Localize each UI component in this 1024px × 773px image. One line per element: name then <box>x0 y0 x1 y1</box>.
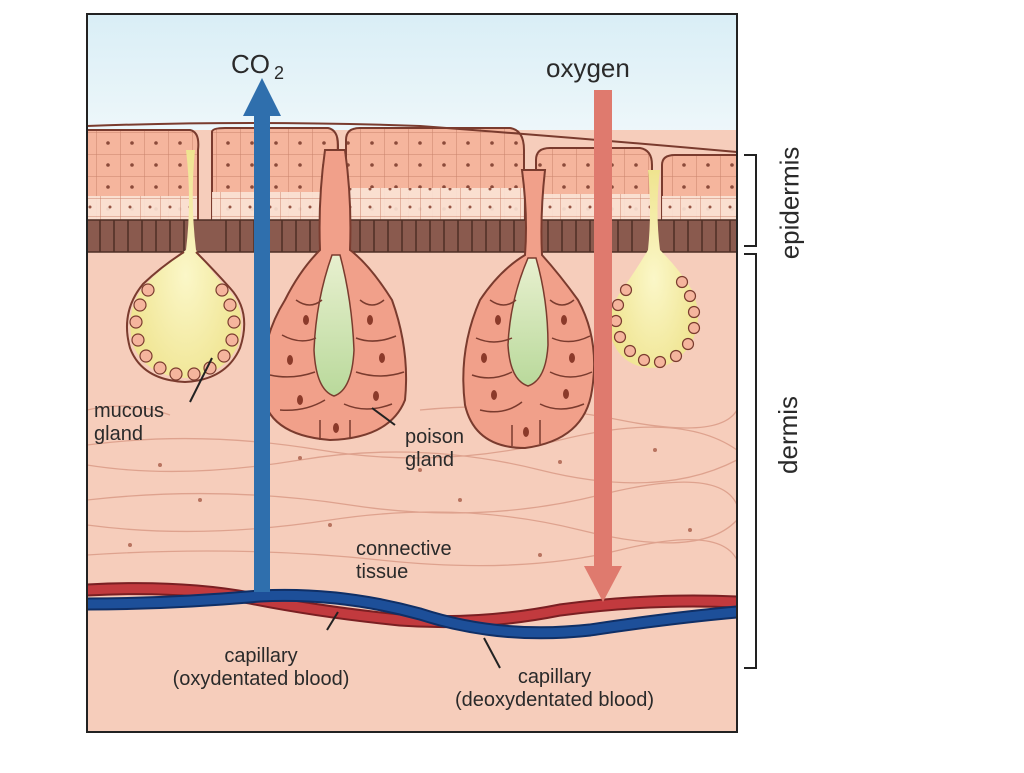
dermis-label: dermis <box>773 395 804 474</box>
mucous-gland-label: mucous gland <box>94 400 165 445</box>
capillary-deoxygenated <box>87 588 737 640</box>
epidermis-bracket <box>744 154 757 247</box>
dermis-bracket <box>744 253 757 669</box>
epidermis-block-2 <box>211 127 339 221</box>
capillary-oxygenated <box>87 582 737 629</box>
connective-tissue-fibers <box>87 405 737 567</box>
sky-background <box>87 14 737 134</box>
oxygen-label: oxygen <box>546 53 630 83</box>
co2-arrow <box>243 78 281 592</box>
skin-surface-line <box>87 122 737 153</box>
epidermis-block-5 <box>661 154 737 221</box>
capillary-deoxygenated-label: capillary (deoxydentated blood) <box>454 666 655 711</box>
poison-gland-label: poison gland <box>405 426 464 471</box>
mucous-gland-left <box>126 150 246 384</box>
epidermis-label: epidermis <box>774 146 805 260</box>
poison-gland-right <box>462 169 596 450</box>
connective-tissue-label: connective tissue <box>356 538 452 583</box>
oxygen-arrow <box>584 90 622 602</box>
panel-frame <box>87 14 737 732</box>
leader-lines <box>189 357 501 669</box>
capillary-oxygenated-label: capillary (oxydentated blood) <box>172 645 350 690</box>
epidermis-block-1 <box>87 129 200 221</box>
poison-gland-center <box>260 149 408 442</box>
epidermis-block-3 <box>345 127 525 221</box>
mucous-gland-right <box>609 170 701 369</box>
